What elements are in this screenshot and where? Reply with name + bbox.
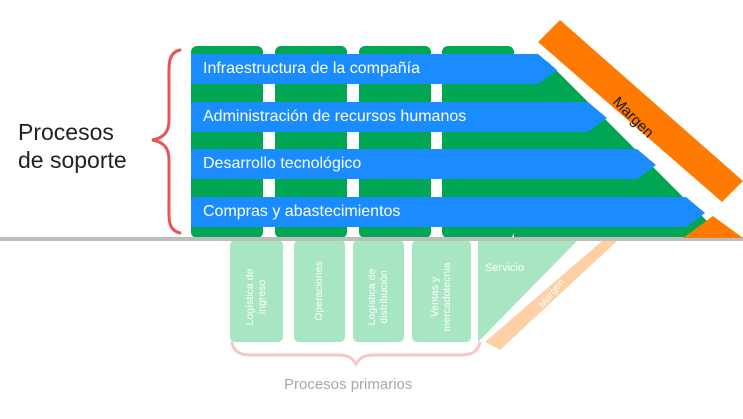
primary-activity-label-4: Ventas y mercadotecnia — [429, 262, 453, 332]
support-title-line-2: de soporte — [18, 147, 127, 173]
primary-activity-label-2: Operaciones — [313, 261, 325, 321]
primary-column-1 — [230, 240, 283, 342]
primary-column-3 — [353, 240, 404, 342]
primary-column-4 — [412, 240, 471, 342]
support-margin-corner — [683, 216, 743, 238]
primary-processes-title: Procesos primarios — [284, 376, 413, 393]
support-margin-band — [538, 20, 743, 202]
support-bar-1 — [191, 54, 557, 84]
support-columns — [191, 46, 719, 238]
support-bars — [191, 54, 705, 227]
support-column-1 — [191, 46, 263, 238]
support-bar-3 — [191, 149, 656, 179]
support-bar-4 — [191, 197, 705, 227]
support-processes-title: Procesos de soporte — [18, 118, 148, 174]
primary-brace — [230, 341, 482, 367]
divider-line — [0, 237, 743, 241]
support-brace — [151, 48, 182, 235]
primary-activity-label-3: Logística de distribución — [366, 268, 390, 326]
support-column-3 — [359, 46, 431, 238]
support-activity-label-4: Compras y abastecimientos — [203, 203, 401, 220]
primary-column-2 — [294, 240, 345, 342]
support-activity-label-2: Administración de recursos humanos — [203, 108, 467, 125]
support-column-2 — [275, 46, 347, 238]
support-activity-label-1: Infraestructura de la compañía — [203, 60, 421, 77]
support-activity-label-3: Desarrollo tecnológico — [203, 155, 362, 172]
primary-columns — [230, 240, 578, 342]
support-bar-2 — [191, 102, 607, 132]
primary-margin-band — [485, 241, 617, 350]
primary-activity-label-5: Servicio — [485, 262, 525, 274]
support-column-4 — [442, 46, 514, 238]
primary-activity-label-1: Logística de ingreso — [244, 268, 268, 326]
primary-column-5 — [478, 240, 578, 342]
support-title-line-1: Procesos — [18, 119, 114, 145]
